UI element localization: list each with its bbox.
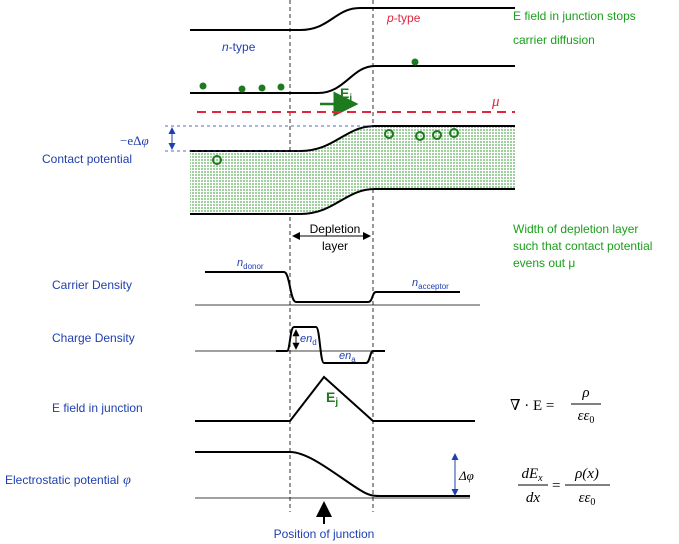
gauss-numerator: ρ xyxy=(581,385,589,401)
e-field-triangle xyxy=(195,375,475,422)
valence-band-bottom-edge xyxy=(190,188,515,215)
hole-circle xyxy=(212,155,222,165)
width-note-line1: Width of depletion layer xyxy=(513,222,638,236)
top-band-edge xyxy=(190,7,515,31)
carrier-density-curve xyxy=(205,271,460,303)
n-acceptor-label: nacceptor xyxy=(412,277,449,291)
ej-label: Ej xyxy=(340,85,352,104)
poisson-num-lhs: dEx xyxy=(521,466,543,484)
e-field-note-line2: carrier diffusion xyxy=(513,33,595,47)
depletion-label-line2: layer xyxy=(322,239,348,253)
ej2-label: Ej xyxy=(326,389,338,408)
en-a-label: ena xyxy=(339,350,356,364)
hole-circle xyxy=(384,129,394,139)
position-of-junction-label: Position of junction xyxy=(274,527,375,541)
poisson-den-lhs: dx xyxy=(526,490,541,506)
hole-circle xyxy=(432,130,442,140)
width-note-line2: such that contact potential xyxy=(513,239,652,253)
minus-e-delta-phi-label: −eΔφ xyxy=(120,133,149,148)
delta-phi-label: Δφ xyxy=(458,468,474,483)
n-donor-label: ndonor xyxy=(237,257,264,271)
carrier-density-label: Carrier Density xyxy=(52,278,132,292)
electron-dot xyxy=(199,82,207,90)
valence-band-top-edge xyxy=(190,125,515,152)
depletion-label-line1: Depletion xyxy=(310,222,361,236)
mu-label: μ xyxy=(491,94,500,110)
en-d-label: end xyxy=(300,333,317,347)
hole-circle xyxy=(415,131,425,141)
poisson-den-rhs: εε0 xyxy=(579,490,596,508)
e-field-junction-label: E field in junction xyxy=(52,401,143,415)
width-note-line3: evens out μ xyxy=(513,256,575,270)
charge-density-curve xyxy=(276,326,385,364)
poisson-equals: = xyxy=(552,478,560,494)
electron-dot xyxy=(277,83,285,91)
potential-curve xyxy=(195,451,470,497)
gauss-denominator: εε0 xyxy=(578,408,595,426)
poisson-equation: dEx dx = ρ(x) εε0 xyxy=(518,466,610,508)
valence-band-fill xyxy=(190,126,515,214)
gauss-law-equation: ∇ · E = ρ εε0 xyxy=(510,385,601,426)
poisson-num-rhs: ρ(x) xyxy=(574,466,599,482)
charge-density-label: Charge Density xyxy=(52,331,135,345)
hole-circle xyxy=(449,128,459,138)
electron-dot xyxy=(238,85,246,93)
gauss-lhs: ∇ · E = xyxy=(510,398,554,414)
n-type-label: n-type xyxy=(222,40,256,54)
electron-dot xyxy=(258,84,266,92)
electron-dot xyxy=(411,58,419,66)
e-field-note-line1: E field in junction stops xyxy=(513,9,636,23)
p-type-label: p-type xyxy=(386,11,421,25)
contact-potential-label: Contact potential xyxy=(42,152,132,166)
conduction-band-edge xyxy=(190,65,515,94)
